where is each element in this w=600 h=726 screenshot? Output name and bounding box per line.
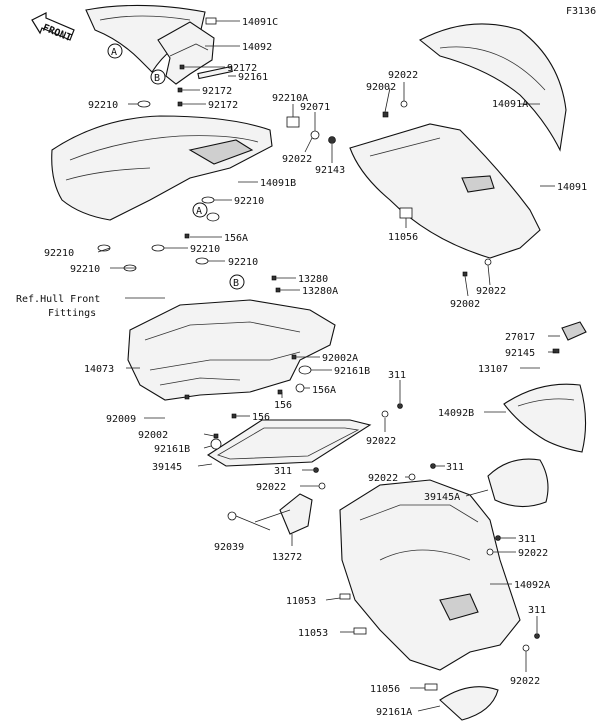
label-92161b-b: 92161B xyxy=(154,444,190,455)
label-92022-low: 92022 xyxy=(366,436,396,447)
hardware-marks xyxy=(97,17,560,691)
label-156-a: 156 xyxy=(274,400,292,411)
label-156a-mid: 156A xyxy=(312,385,336,396)
label-92022-d: 92022 xyxy=(368,473,398,484)
label-92161b-a: 92161B xyxy=(334,366,370,377)
label-13280: 13280 xyxy=(298,274,328,285)
callout-b-mid: B xyxy=(229,274,245,290)
label-92022-mid: 92022 xyxy=(282,154,312,165)
label-92002a: 92002A xyxy=(322,353,358,364)
label-14092a: 14092A xyxy=(514,580,550,591)
label-92161a: 92161A xyxy=(376,707,412,718)
part-14091-cover xyxy=(349,123,541,259)
callout-b-top: B xyxy=(150,69,166,85)
label-156a-top: 156A xyxy=(224,233,248,244)
part-14091a-cover xyxy=(418,23,567,152)
callout-a-mid-text: A xyxy=(196,206,202,217)
label-11053-a: 11053 xyxy=(286,596,316,607)
part-27017-knob xyxy=(561,321,587,341)
part-39145a-gasket xyxy=(487,458,549,508)
label-92172-c: 92172 xyxy=(208,100,238,111)
label-156-b: 156 xyxy=(252,412,270,423)
label-14091: 14091 xyxy=(557,182,587,193)
label-92022-top: 92022 xyxy=(388,70,418,81)
callout-a-top-text: A xyxy=(111,47,117,58)
part-14091b-cover xyxy=(51,115,273,221)
label-14091b: 14091B xyxy=(260,178,296,189)
label-92210-f: 92210 xyxy=(228,257,258,268)
callout-b-top-text: B xyxy=(154,73,160,84)
label-92161-top: 92161 xyxy=(238,72,268,83)
label-311-a: 311 xyxy=(388,370,406,381)
callout-b-mid-text: B xyxy=(233,278,239,289)
label-92172-a: 92172 xyxy=(227,63,257,74)
part-92161-strip xyxy=(197,65,233,80)
label-92210-d: 92210 xyxy=(44,248,74,259)
label-14092b: 14092B xyxy=(438,408,474,419)
label-14091a: 14091A xyxy=(492,99,528,110)
label-11053-b: 11053 xyxy=(298,628,328,639)
label-92022-c: 92022 xyxy=(256,482,286,493)
label-311-d: 311 xyxy=(518,534,536,545)
part-14092a-housing xyxy=(339,479,521,671)
part-92161a-pad xyxy=(439,686,499,721)
part-14092-bracket xyxy=(157,21,215,85)
label-14091c: 14091C xyxy=(242,17,278,28)
label-92210-c: 92210 xyxy=(190,244,220,255)
label-92210-b: 92210 xyxy=(234,196,264,207)
part-13272-plate xyxy=(279,493,313,535)
label-92002-top: 92002 xyxy=(366,82,396,93)
label-92210-a: 92210 xyxy=(88,100,118,111)
label-92022-e: 92022 xyxy=(518,548,548,559)
label-39145a: 39145A xyxy=(424,492,460,503)
part-14073-frame xyxy=(127,299,336,401)
part-labels: 14091C 14092 92172 92161 92172 92172 922… xyxy=(16,17,587,718)
callout-a-top: A xyxy=(107,43,123,59)
label-92022-right: 92022 xyxy=(476,286,506,297)
label-92145: 92145 xyxy=(505,348,535,359)
label-92002-low: 92002 xyxy=(138,430,168,441)
label-92002-right: 92002 xyxy=(450,299,480,310)
front-arrow-icon: FRONT xyxy=(31,12,75,44)
figure-code: F3136 xyxy=(566,6,596,17)
label-39145: 39145 xyxy=(152,462,182,473)
label-311-c: 311 xyxy=(446,462,464,473)
label-92039: 92039 xyxy=(214,542,244,553)
label-92009: 92009 xyxy=(106,414,136,425)
label-92210-e: 92210 xyxy=(70,264,100,275)
leader-lines xyxy=(97,20,560,712)
label-11056-low: 11056 xyxy=(370,684,400,695)
part-39145-gasket xyxy=(206,419,372,467)
label-14073: 14073 xyxy=(84,364,114,375)
ref-hull-line1: Ref.Hull Front xyxy=(16,294,100,305)
label-92143: 92143 xyxy=(315,165,345,176)
label-13280a: 13280A xyxy=(302,286,338,297)
label-11056-top: 11056 xyxy=(388,232,418,243)
part-14092b-hood xyxy=(503,383,587,453)
callout-a-mid: A xyxy=(192,202,208,218)
label-311-e: 311 xyxy=(528,605,546,616)
label-13272: 13272 xyxy=(272,552,302,563)
ref-hull-line2: Fittings xyxy=(48,308,96,319)
label-92071: 92071 xyxy=(300,102,330,113)
label-92172-b: 92172 xyxy=(202,86,232,97)
label-311-b: 311 xyxy=(274,466,292,477)
label-92022-f: 92022 xyxy=(510,676,540,687)
label-13107: 13107 xyxy=(478,364,508,375)
label-92210a: 92210A xyxy=(272,93,308,104)
label-14092-top: 14092 xyxy=(242,42,272,53)
label-27017: 27017 xyxy=(505,332,535,343)
